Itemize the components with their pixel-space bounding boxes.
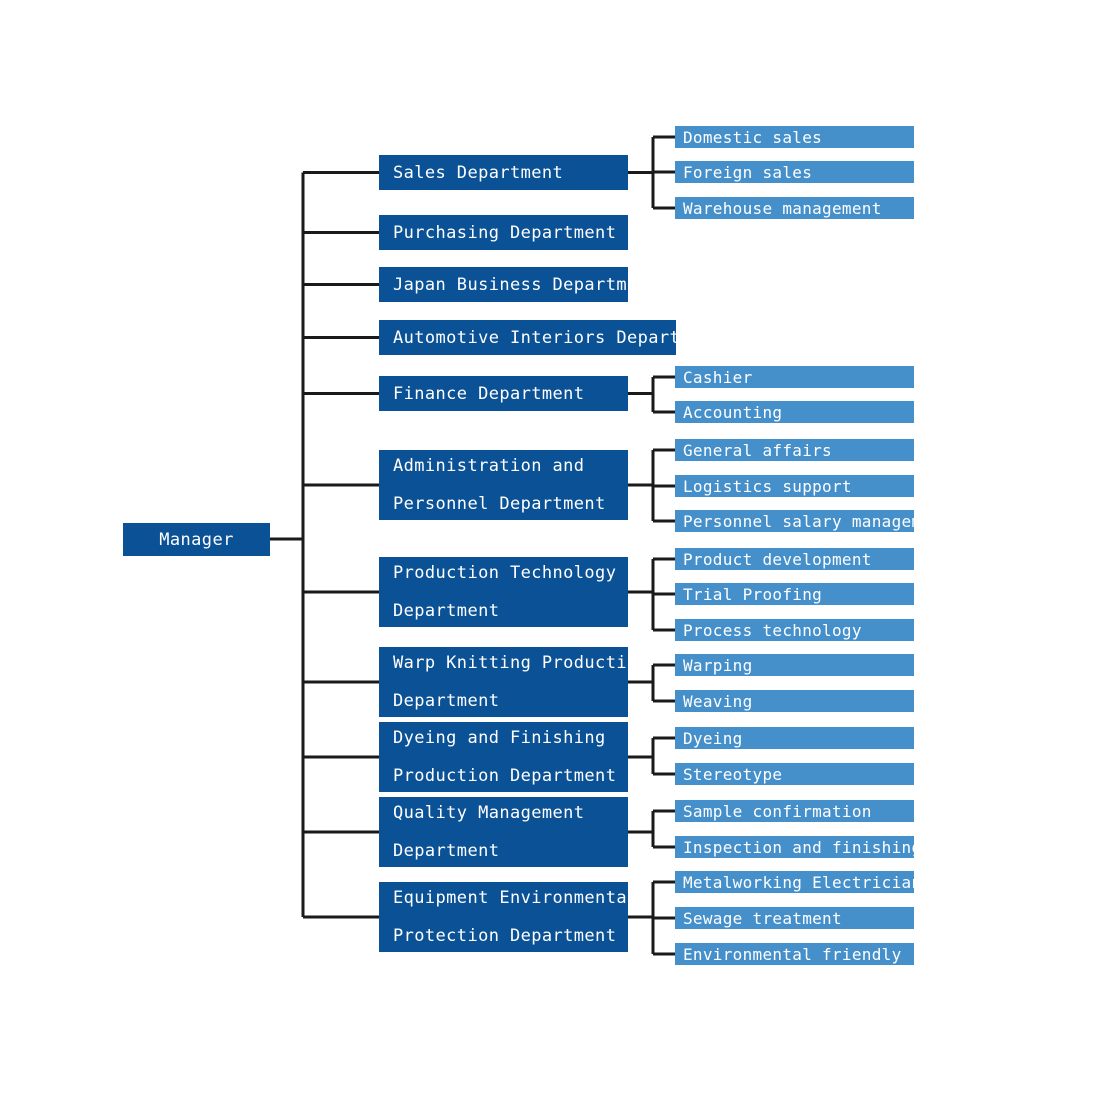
department-label: Equipment Environmental [393,888,628,908]
org-node-leaf[interactable]: Process technology [675,619,914,641]
department-label: Dyeing and Finishing [393,728,606,748]
leaf-label: Accounting [683,402,783,422]
department-label: Automotive Interiors Department [393,327,676,348]
leaf-label: Trial Proofing [683,584,823,604]
department-label-line2: Department [393,691,500,711]
org-node-department[interactable]: Japan Business Department [379,267,628,302]
org-node-leaf[interactable]: Stereotype [675,763,914,785]
org-node-leaf[interactable]: Metalworking Electrician [675,871,914,893]
department-label: Production Technology [393,563,617,583]
leaf-label: Stereotype [683,764,783,784]
org-node-leaf[interactable]: Weaving [675,690,914,712]
org-node-leaf[interactable]: Inspection and finishing [675,836,914,858]
org-node-leaf[interactable]: Warping [675,654,914,676]
department-label-line2: Department [393,601,500,621]
leaf-label: Domestic sales [683,127,823,147]
department-label: Finance Department [393,383,585,404]
department-label: Sales Department [393,162,564,183]
leaf-label: Weaving [683,691,753,711]
org-node-leaf[interactable]: Personnel salary management [675,510,914,532]
org-node-leaf[interactable]: Product development [675,548,914,570]
leaf-label: Sewage treatment [683,908,842,928]
leaf-label: Inspection and finishing [683,837,914,857]
org-node-leaf[interactable]: Accounting [675,401,914,423]
org-node-department[interactable]: Automotive Interiors Department [379,320,676,355]
leaf-label: General affairs [683,440,832,460]
department-label-line2: Personnel Department [393,494,606,514]
org-node-leaf[interactable]: Foreign sales [675,161,914,183]
org-node-leaf[interactable]: Dyeing [675,727,914,749]
leaf-label: Sample confirmation [683,801,872,821]
org-node-department[interactable]: Finance Department [379,376,628,411]
org-node-leaf[interactable]: Warehouse management [675,197,914,219]
org-node-leaf[interactable]: Domestic sales [675,126,914,148]
org-node-manager-label: Manager [159,529,234,550]
org-node-leaf[interactable]: Sample confirmation [675,800,914,822]
leaf-label: Warehouse management [683,198,882,218]
department-label: Quality Management [393,803,585,823]
org-node-manager[interactable]: Manager [123,523,270,556]
leaf-label: Personnel salary management [683,511,914,531]
leaf-label: Warping [683,655,753,675]
org-node-leaf[interactable]: Environmental friendly [675,943,914,965]
org-node-department[interactable]: Sales Department [379,155,628,190]
department-label-line2: Department [393,841,500,861]
leaf-label: Product development [683,549,872,569]
department-label: Purchasing Department [393,222,617,243]
department-label: Japan Business Department [393,274,628,295]
department-label-line2: Production Department [393,766,617,786]
department-label-line2: Protection Department [393,926,617,946]
org-node-leaf[interactable]: Cashier [675,366,914,388]
leaf-label: Logistics support [683,476,852,496]
org-node-leaf[interactable]: Logistics support [675,475,914,497]
leaf-label: Environmental friendly [683,944,902,964]
org-node-leaf[interactable]: General affairs [675,439,914,461]
org-node-leaf[interactable]: Sewage treatment [675,907,914,929]
org-node-department[interactable]: Purchasing Department [379,215,628,250]
leaf-label: Cashier [683,367,753,387]
leaf-label: Dyeing [683,728,743,748]
leaf-label: Metalworking Electrician [683,872,914,892]
org-node-leaf[interactable]: Trial Proofing [675,583,914,605]
department-label: Warp Knitting Production [393,653,628,673]
leaf-label: Process technology [683,620,862,640]
leaf-label: Foreign sales [683,162,813,182]
department-label: Administration and [393,456,585,476]
